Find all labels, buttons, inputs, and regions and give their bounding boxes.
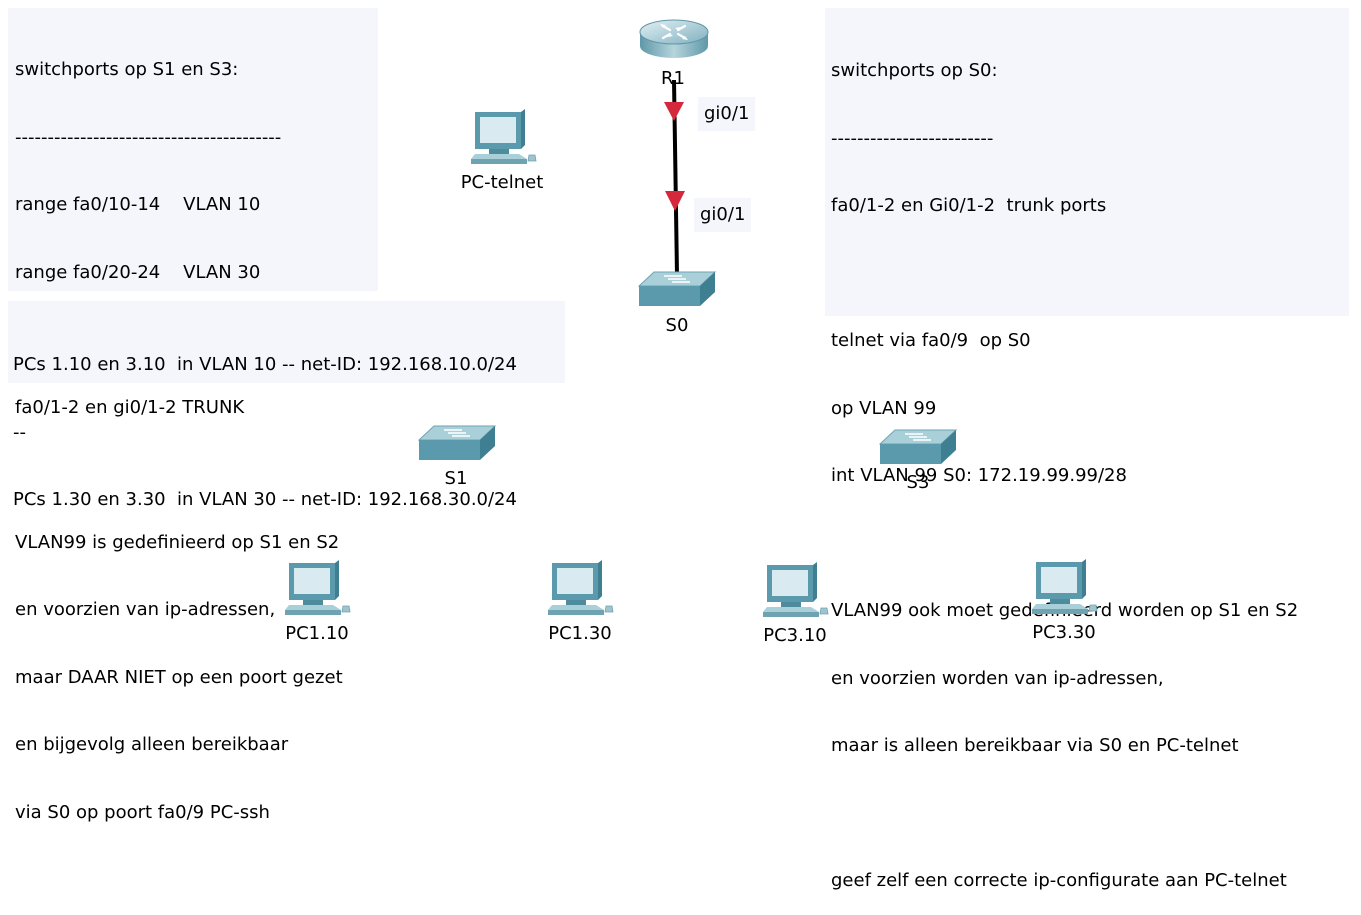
note-line: en bijgevolg alleen bereikbaar <box>15 734 289 755</box>
note-line <box>831 803 1349 826</box>
link-down-marker-r1 <box>664 102 684 121</box>
note-line: fa0/1-2 en gi0/1-2 TRUNK <box>15 396 245 418</box>
note-line: en voorzien worden van ip-adressen, <box>831 667 1164 689</box>
note-line: ----------------------------------------… <box>15 126 282 148</box>
port-label-r1-gi0-1: gi0/1 <box>698 97 756 131</box>
switch-icon <box>878 429 958 464</box>
topology-links <box>664 79 685 276</box>
device-pc1-10[interactable] <box>283 560 351 618</box>
device-r1[interactable] <box>639 16 709 62</box>
note-line: PCs 1.30 en 3.30 in VLAN 30 -- net-ID: 1… <box>13 489 517 510</box>
note-line: maar is alleen bereikbaar via S0 en PC-t… <box>831 735 1239 756</box>
device-label-s1: S1 <box>444 468 468 489</box>
pc-icon <box>471 109 537 164</box>
device-pc-telnet[interactable] <box>469 109 537 167</box>
note-line: en voorzien van ip-adressen, <box>15 599 276 620</box>
note-line: op VLAN 99 <box>831 397 937 419</box>
note-line: telnet via fa0/9 op S0 <box>831 330 1031 351</box>
device-pc3-10[interactable] <box>761 562 829 620</box>
device-label-pc3-30: PC3.30 <box>1032 622 1096 643</box>
device-label-pc3-10: PC3.10 <box>763 625 827 646</box>
device-s1[interactable] <box>417 424 497 462</box>
note-line: VLAN99 ook moet gedefinieerd worden op S… <box>831 600 1299 621</box>
pc-icon <box>285 560 351 615</box>
note-line: VLAN99 is gedefinieerd op S1 en S2 <box>15 531 340 553</box>
note-s0-config: switchports op S0: ---------------------… <box>825 8 1349 891</box>
note-line: geef zelf een correcte ip-configurate aa… <box>831 870 1287 891</box>
note-line: fa0/1-2 en Gi0/1-2 trunk ports <box>831 195 1107 216</box>
device-pc3-30[interactable] <box>1030 559 1098 617</box>
pc-icon <box>1032 559 1098 614</box>
note-line: maar DAAR NIET op een poort gezet <box>15 666 343 688</box>
note-line: switchports op S1 en S3: <box>15 59 239 80</box>
pc-icon <box>763 562 829 617</box>
link-down-marker-s0 <box>665 191 685 211</box>
note-vlan-networks: PCs 1.10 en 3.10 in VLAN 10 -- net-ID: 1… <box>8 301 565 510</box>
note-line: range fa0/10-14 VLAN 10 <box>15 194 261 215</box>
device-s3[interactable] <box>878 428 958 466</box>
note-line: int VLAN 99 S0: 172.19.99.99/28 <box>831 465 1127 486</box>
device-label-pc1-30: PC1.30 <box>548 623 612 644</box>
note-line: PCs 1.10 en 3.10 in VLAN 10 -- net-ID: 1… <box>13 354 517 375</box>
device-label-s3: S3 <box>906 472 930 493</box>
device-s0[interactable] <box>637 270 717 308</box>
pc-icon <box>548 560 614 615</box>
switch-icon <box>637 271 717 306</box>
note-line: via S0 op poort fa0/9 PC-ssh <box>15 801 270 823</box>
note-line: range fa0/20-24 VLAN 30 <box>15 261 261 283</box>
port-label-s0-gi0-1: gi0/1 <box>694 198 752 232</box>
device-pc1-30[interactable] <box>546 560 614 618</box>
device-label-s0: S0 <box>665 315 689 336</box>
router-icon <box>639 19 709 58</box>
note-line: switchports op S0: <box>831 60 998 81</box>
device-label-pc-telnet: PC-telnet <box>460 172 544 193</box>
note-line: -- <box>13 421 26 443</box>
switch-icon <box>417 425 497 460</box>
note-line: ------------------------- <box>831 127 994 149</box>
device-label-pc1-10: PC1.10 <box>285 623 349 644</box>
device-label-r1: R1 <box>661 68 685 89</box>
